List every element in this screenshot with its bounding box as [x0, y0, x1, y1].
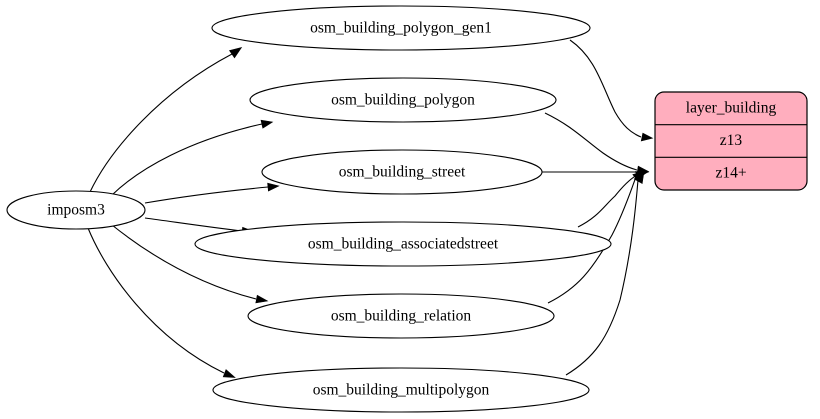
node-osm_building_polygon_gen1-label: osm_building_polygon_gen1 [310, 20, 492, 37]
edge-osm_building_polygon-to-layer_building-z14plus [544, 112, 650, 175]
node-osm_building_polygon[interactable]: osm_building_polygon [249, 77, 557, 123]
edge-group-tables-to-layer [542, 39, 654, 376]
node-osm_building_polygon-label: osm_building_polygon [331, 92, 475, 109]
edge-imposm3-to-osm_building_street [144, 182, 280, 204]
node-osm_building_street-label: osm_building_street [339, 164, 466, 181]
node-imposm3[interactable]: imposm3 [6, 190, 146, 230]
node-imposm3-label: imposm3 [47, 202, 105, 219]
node-osm_building_polygon-shape[interactable] [249, 77, 557, 123]
node-osm_building_street-shape[interactable] [261, 149, 543, 195]
node-osm_building_associatedstreet-label: osm_building_associatedstreet [308, 236, 499, 253]
node-osm_building_multipolygon-label: osm_building_multipolygon [313, 382, 490, 399]
node-imposm3-shape[interactable] [6, 190, 146, 230]
record-row-zoom-z13: z13 [720, 132, 743, 149]
node-osm_building_polygon_gen1[interactable]: osm_building_polygon_gen1 [211, 5, 591, 51]
edge-imposm3-to-osm_building_multipolygon [87, 227, 236, 378]
record-row-layer-name: layer_building [686, 100, 777, 117]
edge-imposm3-to-osm_building_relation [111, 224, 269, 304]
node-osm_building_relation-label: osm_building_relation [331, 308, 472, 325]
node-layer_building-shape[interactable] [654, 91, 808, 191]
edge-imposm3-to-osm_building_polygon_gen1 [89, 47, 243, 193]
node-osm_building_multipolygon[interactable]: osm_building_multipolygon [212, 367, 590, 413]
node-osm_building_street[interactable]: osm_building_street [261, 149, 543, 195]
node-osm_building_associatedstreet-shape[interactable] [194, 221, 612, 267]
node-layer_building[interactable]: layer_building z13 z14+ [654, 91, 808, 191]
edge-osm_building_polygon_gen1-to-layer_building-z13 [569, 39, 654, 142]
edge-osm_building_multipolygon-to-layer_building-z14plus [565, 170, 645, 376]
node-osm_building_multipolygon-shape[interactable] [212, 367, 590, 413]
node-osm_building_relation-shape[interactable] [247, 293, 555, 339]
record-row-zoom-z14plus: z14+ [715, 165, 746, 182]
edge-imposm3-to-osm_building_polygon [111, 119, 274, 196]
node-osm_building_relation[interactable]: osm_building_relation [247, 293, 555, 339]
node-osm_building_associatedstreet[interactable]: osm_building_associatedstreet [194, 221, 612, 267]
node-osm_building_polygon_gen1-shape[interactable] [211, 5, 591, 51]
